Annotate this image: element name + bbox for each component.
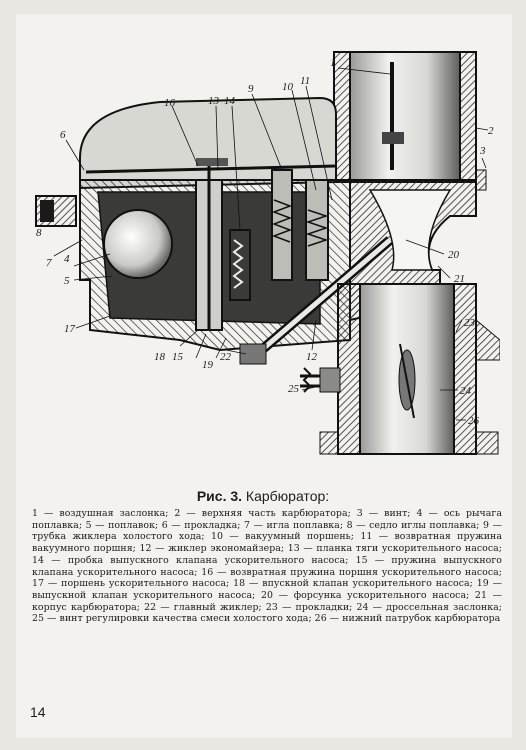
part-label-17: 17 [64, 323, 76, 335]
part-label-9: 9 [248, 83, 254, 95]
part-label-22: 22 [220, 351, 232, 363]
part-label-18: 18 [154, 351, 166, 363]
part-label-5: 5 [64, 275, 70, 287]
part-label-2: 2 [488, 125, 494, 137]
part-labels: 1 2 3 4 5 6 7 8 9 10 11 12 13 14 15 16 1… [36, 57, 494, 427]
part-label-13: 13 [208, 95, 220, 107]
figure-caption: Рис. 3. Карбюратор: [0, 488, 526, 504]
part-label-23: 23 [464, 317, 476, 329]
part-label-19: 19 [202, 359, 214, 371]
part-label-10: 10 [282, 81, 294, 93]
float-chamber [35, 179, 351, 352]
part-label-25: 25 [288, 383, 300, 395]
part-label-4: 4 [64, 253, 70, 265]
air-horn [333, 51, 477, 183]
part-label-15: 15 [172, 351, 184, 363]
caption-title: Карбюратор: [245, 488, 330, 504]
leader-lines [53, 67, 489, 421]
part-label-26: 26 [468, 415, 480, 427]
caption-prefix: Рис. 3. [196, 488, 243, 504]
part-label-24: 24 [460, 385, 472, 397]
part-label-1: 1 [330, 57, 336, 69]
part-label-16: 16 [164, 97, 176, 109]
part-label-3: 3 [479, 145, 486, 157]
part-label-12: 12 [306, 351, 318, 363]
top-cover [79, 96, 487, 191]
page-number: 14 [30, 704, 46, 720]
part-label-11: 11 [300, 75, 310, 87]
part-label-6: 6 [60, 129, 66, 141]
throttle-body [300, 283, 500, 455]
part-label-20: 20 [448, 249, 460, 261]
part-label-14: 14 [224, 95, 236, 107]
carburetor-diagram: 1 2 3 4 5 6 7 8 9 10 11 12 13 14 15 16 1… [20, 40, 500, 480]
legend-text: 1 — воздушная заслонка; 2 — верхняя част… [32, 508, 502, 625]
part-label-21: 21 [454, 273, 465, 285]
part-label-7: 7 [46, 257, 52, 269]
accelerator-pump [195, 158, 329, 331]
part-label-8: 8 [36, 227, 42, 239]
